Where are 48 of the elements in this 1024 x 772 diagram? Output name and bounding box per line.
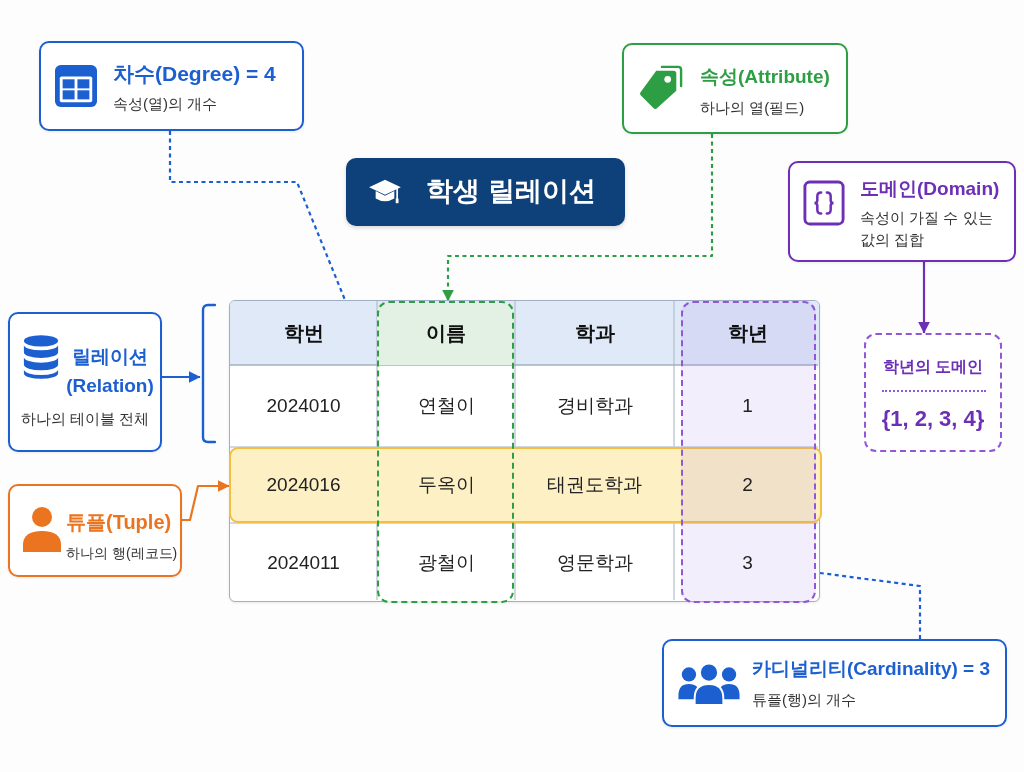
set-heading: 학년의 도메인 xyxy=(882,357,984,377)
column-highlight xyxy=(681,301,816,603)
arrow xyxy=(442,134,714,302)
table-value: 2 xyxy=(742,473,753,497)
table-value: 1 xyxy=(742,394,753,418)
term-heading: 튜플(Tuple) xyxy=(66,510,172,535)
table-value: 연철이 xyxy=(417,394,475,418)
term-description: 하나의 테이블 전체 xyxy=(20,410,150,429)
callout-card xyxy=(39,41,304,131)
callout-card xyxy=(8,312,162,452)
arrow xyxy=(182,480,230,522)
table-value: 광철이 xyxy=(417,551,475,575)
column-heading: 학년 xyxy=(727,320,768,346)
term-description: 속성이 가질 수 있는 값의 집합 xyxy=(860,208,994,250)
row-highlight xyxy=(229,447,822,523)
table-value: 태권도학과 xyxy=(547,473,642,497)
table-value: 2024011 xyxy=(267,551,340,575)
column-heading: 학과 xyxy=(574,320,615,346)
table-value: 2024010 xyxy=(266,394,341,418)
column-highlight xyxy=(377,301,514,603)
value-set-panel xyxy=(864,333,1002,452)
term-description: 속성(열)의 개수 xyxy=(113,95,218,114)
leader-line xyxy=(819,571,922,639)
arrow xyxy=(918,262,930,334)
leader-line xyxy=(168,131,346,301)
bracket xyxy=(200,303,216,444)
callout-card xyxy=(622,43,848,134)
table-value: 3 xyxy=(742,551,753,575)
term-description: 하나의 열(필드) xyxy=(700,99,805,118)
column-heading: 학번 xyxy=(283,320,324,346)
table-value: 2024016 xyxy=(266,473,341,497)
table-value: 경비학과 xyxy=(556,394,633,418)
term-description: 하나의 행(레코드) xyxy=(66,545,178,563)
title-text: 학생 릴레이션 xyxy=(426,175,596,208)
callout-card xyxy=(8,484,182,577)
table-value: 영문학과 xyxy=(556,551,633,575)
table-value: 두옥이 xyxy=(417,473,475,497)
term-heading: 차수(Degree) = 4 xyxy=(113,61,276,87)
column-heading: 이름 xyxy=(426,320,466,346)
term-description: 튜플(행)의 개수 xyxy=(752,691,857,710)
term-heading: 릴레이션 (Relation) xyxy=(65,345,155,399)
term-heading: 속성(Attribute) xyxy=(700,65,830,89)
callout-card xyxy=(788,161,1016,262)
arrow xyxy=(162,371,201,383)
term-heading: 도메인(Domain) xyxy=(860,177,1000,201)
set-values: {1, 2, 3, 4} xyxy=(881,405,985,433)
term-heading: 카디널리티(Cardinality) = 3 xyxy=(752,657,991,681)
callout-card xyxy=(662,639,1007,727)
